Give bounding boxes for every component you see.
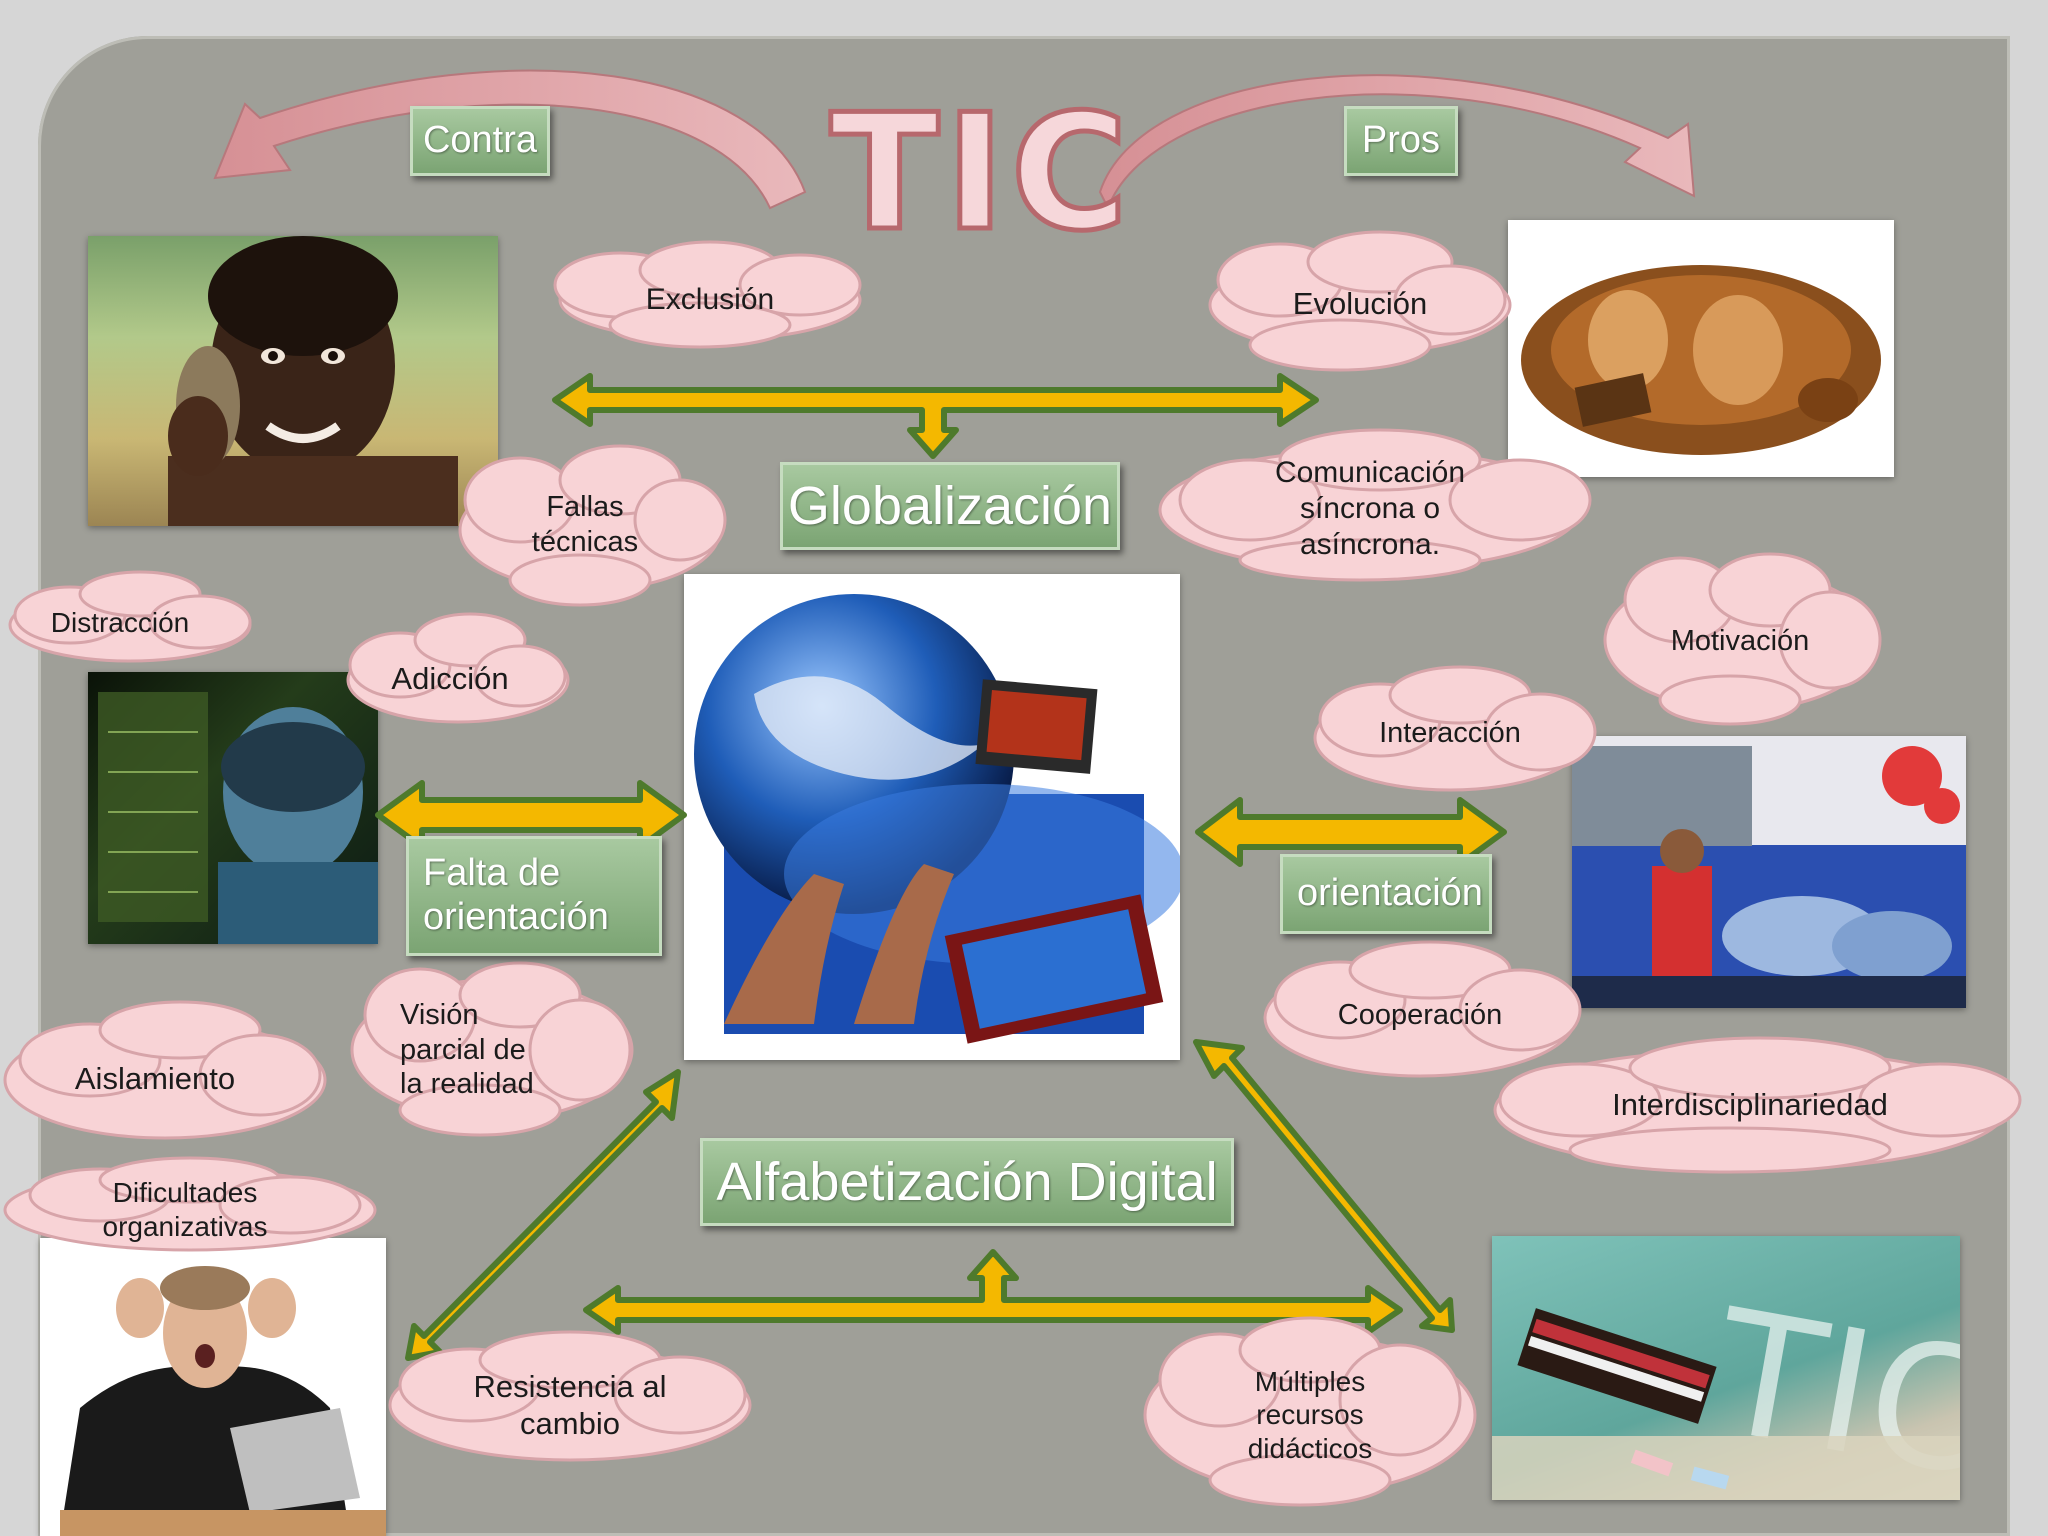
label-falta-orientacion: Falta de orientación xyxy=(406,836,662,956)
cloud-text-aislamiento: Aislamiento xyxy=(74,1061,236,1097)
label-alfabetizacion-digital: Alfabetización Digital xyxy=(700,1138,1234,1226)
photo-classroom xyxy=(1572,736,1966,1008)
cloud-text-interdisciplinariedad: Interdisciplinariedad xyxy=(1612,1087,1888,1123)
photo-stressed-man-laptop xyxy=(40,1238,386,1536)
cloud-text-evolucion: Evolución xyxy=(1292,286,1428,322)
cloud-text-dificultades: Dificultades organizativas xyxy=(102,1177,268,1242)
label-pros: Pros xyxy=(1344,106,1458,176)
cloud-text-interaccion: Interacción xyxy=(1379,716,1521,749)
stressed-man-icon xyxy=(60,1266,386,1536)
cloud-text-cooperacion: Cooperación xyxy=(1337,998,1503,1031)
illustration-caveman-laptop xyxy=(1508,220,1894,477)
classroom-icon xyxy=(1572,746,1966,1008)
child-figure-icon xyxy=(168,236,458,526)
cloud-text-comunicacion: Comunicación síncrona o asíncrona. xyxy=(1274,456,1466,561)
caveman-laptop-icon xyxy=(1521,265,1881,455)
cloud-text-exclusion: Exclusión xyxy=(645,283,775,316)
cloud-text-vision: Visión parcial de la realidad xyxy=(400,998,534,1101)
chalkboard-icon: TIC xyxy=(1492,1273,1960,1500)
cloud-text-motivacion: Motivación xyxy=(1670,624,1810,657)
cloud-text-adiccion: Adicción xyxy=(391,661,509,697)
cloud-text-resistencia: Resistencia al cambio xyxy=(473,1368,667,1441)
child-screen-icon xyxy=(98,692,378,944)
cloud-text-multiples: Múltiples recursos didácticos xyxy=(1247,1365,1373,1464)
cloud-text-fallas: Fallas técnicas xyxy=(531,491,639,558)
photo-child-at-screen xyxy=(88,672,378,944)
label-contra: Contra xyxy=(410,106,550,176)
photo-child-holding-stone xyxy=(88,236,498,526)
label-orientacion: orientación xyxy=(1280,854,1492,934)
label-globalizacion: Globalización xyxy=(780,462,1120,550)
globe-icon xyxy=(694,594,1180,1044)
photo-chalkboard-tic: TIC xyxy=(1492,1236,1960,1500)
illustration-globe-hands xyxy=(684,574,1180,1060)
cloud-text-distraccion: Distracción xyxy=(50,607,190,639)
